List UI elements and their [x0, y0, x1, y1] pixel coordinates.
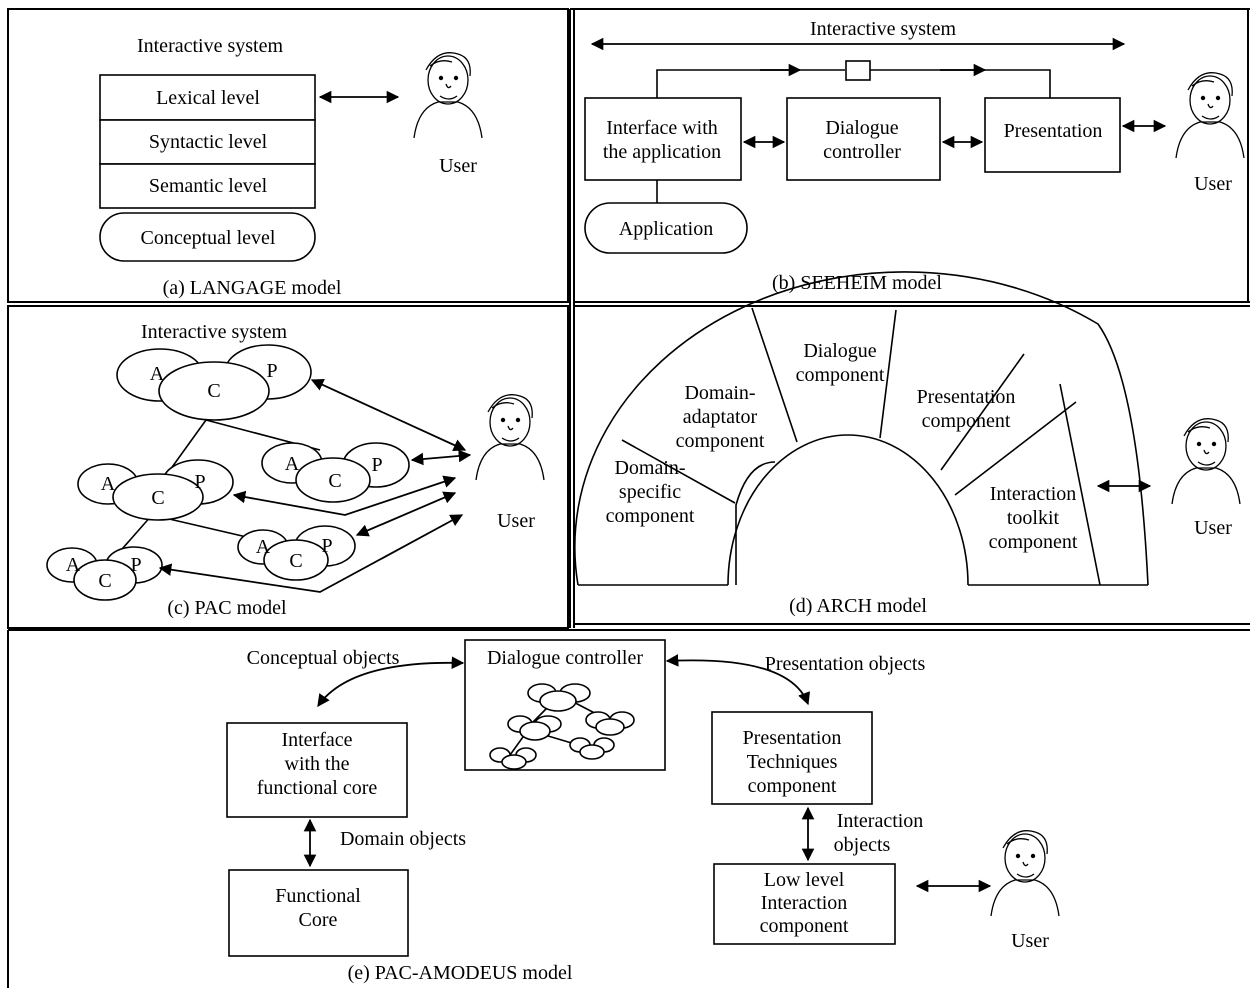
- domain-adaptor-line-1: Domain-: [684, 382, 755, 404]
- user-icon: [1175, 72, 1245, 159]
- pac-amodeus-user-label: User: [1011, 930, 1049, 952]
- semantic-level-box: [99, 163, 316, 209]
- language-user-label: User: [439, 155, 477, 177]
- user-icon: [1171, 418, 1241, 505]
- domain-adaptor-line-2: adaptator: [683, 406, 758, 428]
- presentation-techniques-box: [711, 711, 873, 805]
- svg-text:A: A: [150, 363, 165, 385]
- interface-functional-core-box: [226, 722, 408, 818]
- dialogue-controller-label: Dialogue controller: [487, 647, 643, 669]
- dialogue-controller-box: [786, 97, 941, 181]
- svg-text:C: C: [207, 380, 220, 402]
- application-box: [584, 202, 748, 254]
- domain-specific-line-2: specific: [619, 481, 681, 503]
- language-caption: (a) LANGAGE model: [163, 277, 342, 299]
- arch-user-label: User: [1194, 517, 1232, 539]
- interface-application-box: [584, 97, 742, 181]
- svg-text:A: A: [101, 473, 116, 495]
- arch-caption: (d) ARCH model: [789, 595, 927, 617]
- interaction-objects-line-2: objects: [834, 834, 891, 856]
- conceptual-level-box: [99, 212, 316, 262]
- pac-amodeus-panel: Conceptual objects Presentation objects …: [226, 639, 1060, 984]
- low-level-line-2: Interaction: [761, 892, 848, 914]
- interface-fc-line-3: functional core: [257, 777, 378, 799]
- pres-tech-line-3: component: [748, 775, 837, 797]
- dialogue-line-2: controller: [823, 141, 901, 163]
- language-model-panel: Interactive system Lexical level Syntact…: [99, 35, 483, 299]
- domain-adaptor-line-3: component: [676, 430, 765, 452]
- low-level-line-3: component: [760, 915, 849, 937]
- dialogue-line-1: Dialogue: [825, 117, 898, 139]
- interaction-toolkit-line-2: toolkit: [1007, 507, 1060, 529]
- mini-pac-hierarchy: [489, 683, 635, 770]
- interface-line-2: the application: [603, 141, 721, 163]
- svg-text:C: C: [98, 570, 111, 592]
- pac-agent-top: A C P: [116, 344, 312, 421]
- user-icon: [413, 52, 483, 139]
- syntactic-level-label: Syntactic level: [149, 131, 268, 153]
- functional-core-line-2: Core: [299, 909, 338, 931]
- domain-specific-line-1: Domain-: [614, 457, 685, 479]
- interface-fc-line-2: with the: [285, 753, 350, 775]
- pac-user-label: User: [497, 510, 535, 532]
- low-level-interaction-box: [713, 863, 896, 945]
- interface-line-1: Interface with: [606, 117, 718, 139]
- interaction-toolkit-line-1: Interaction: [990, 483, 1077, 505]
- interaction-objects-line-1: Interaction: [837, 810, 924, 832]
- svg-text:C: C: [289, 550, 302, 572]
- user-icon: [475, 394, 545, 481]
- language-top-label: Interactive system: [137, 35, 283, 57]
- lexical-level-box: [99, 74, 316, 121]
- pac-amodeus-caption: (e) PAC-AMODEUS model: [348, 962, 573, 984]
- seeheim-top-label: Interactive system: [810, 18, 956, 40]
- pres-tech-line-1: Presentation: [743, 727, 842, 749]
- pres-tech-line-2: Techniques: [747, 751, 838, 773]
- svg-text:A: A: [66, 554, 81, 576]
- functional-core-box: [228, 869, 409, 957]
- svg-text:P: P: [130, 554, 141, 576]
- functional-core-line-1: Functional: [275, 885, 361, 907]
- arch-dialogue-line-1: Dialogue: [803, 340, 876, 362]
- presentation-label: Presentation: [1004, 120, 1103, 142]
- svg-text:P: P: [321, 535, 332, 557]
- domain-objects-label: Domain objects: [340, 828, 466, 850]
- pac-top-label: Interactive system: [141, 321, 287, 343]
- interface-fc-line-1: Interface: [281, 729, 352, 751]
- pac-model-panel: Interactive system A C P A C P: [46, 321, 545, 619]
- low-level-line-1: Low level: [764, 869, 845, 891]
- conceptual-level-label: Conceptual level: [141, 227, 276, 249]
- svg-text:P: P: [266, 360, 277, 382]
- arch-presentation-line-1: Presentation: [917, 386, 1016, 408]
- svg-text:P: P: [194, 471, 205, 493]
- pac-agent-right: A C P: [261, 442, 410, 503]
- svg-text:A: A: [256, 536, 271, 558]
- user-icon: [990, 830, 1060, 917]
- semantic-level-label: Semantic level: [149, 175, 268, 197]
- application-label: Application: [619, 218, 713, 240]
- svg-text:P: P: [371, 454, 382, 476]
- pac-agent-bottom: A C P: [46, 546, 163, 601]
- interaction-toolkit-line-3: component: [989, 531, 1078, 553]
- svg-text:C: C: [151, 487, 164, 509]
- control-node-box: [845, 60, 871, 81]
- pac-caption: (c) PAC model: [167, 597, 287, 619]
- conceptual-objects-label: Conceptual objects: [247, 647, 400, 669]
- arch-dialogue-line-2: component: [796, 364, 885, 386]
- arch-presentation-line-2: component: [922, 410, 1011, 432]
- seeheim-user-label: User: [1194, 173, 1232, 195]
- lexical-level-label: Lexical level: [156, 87, 260, 109]
- pac-agent-left: A C P: [77, 459, 234, 521]
- seeheim-model-panel: Interactive system Interface with the ap…: [584, 18, 1245, 294]
- svg-text:C: C: [328, 470, 341, 492]
- presentation-objects-label: Presentation objects: [765, 653, 926, 675]
- domain-specific-line-3: component: [606, 505, 695, 527]
- arch-model-panel: Domain- specific component Domain- adapt…: [574, 271, 1241, 617]
- svg-text:A: A: [285, 453, 300, 475]
- seeheim-caption: (b) SEEHEIM model: [772, 272, 942, 294]
- panel-frames: [7, 8, 1250, 988]
- presentation-box: [984, 97, 1121, 173]
- pac-agent-lower: A C P: [237, 525, 356, 581]
